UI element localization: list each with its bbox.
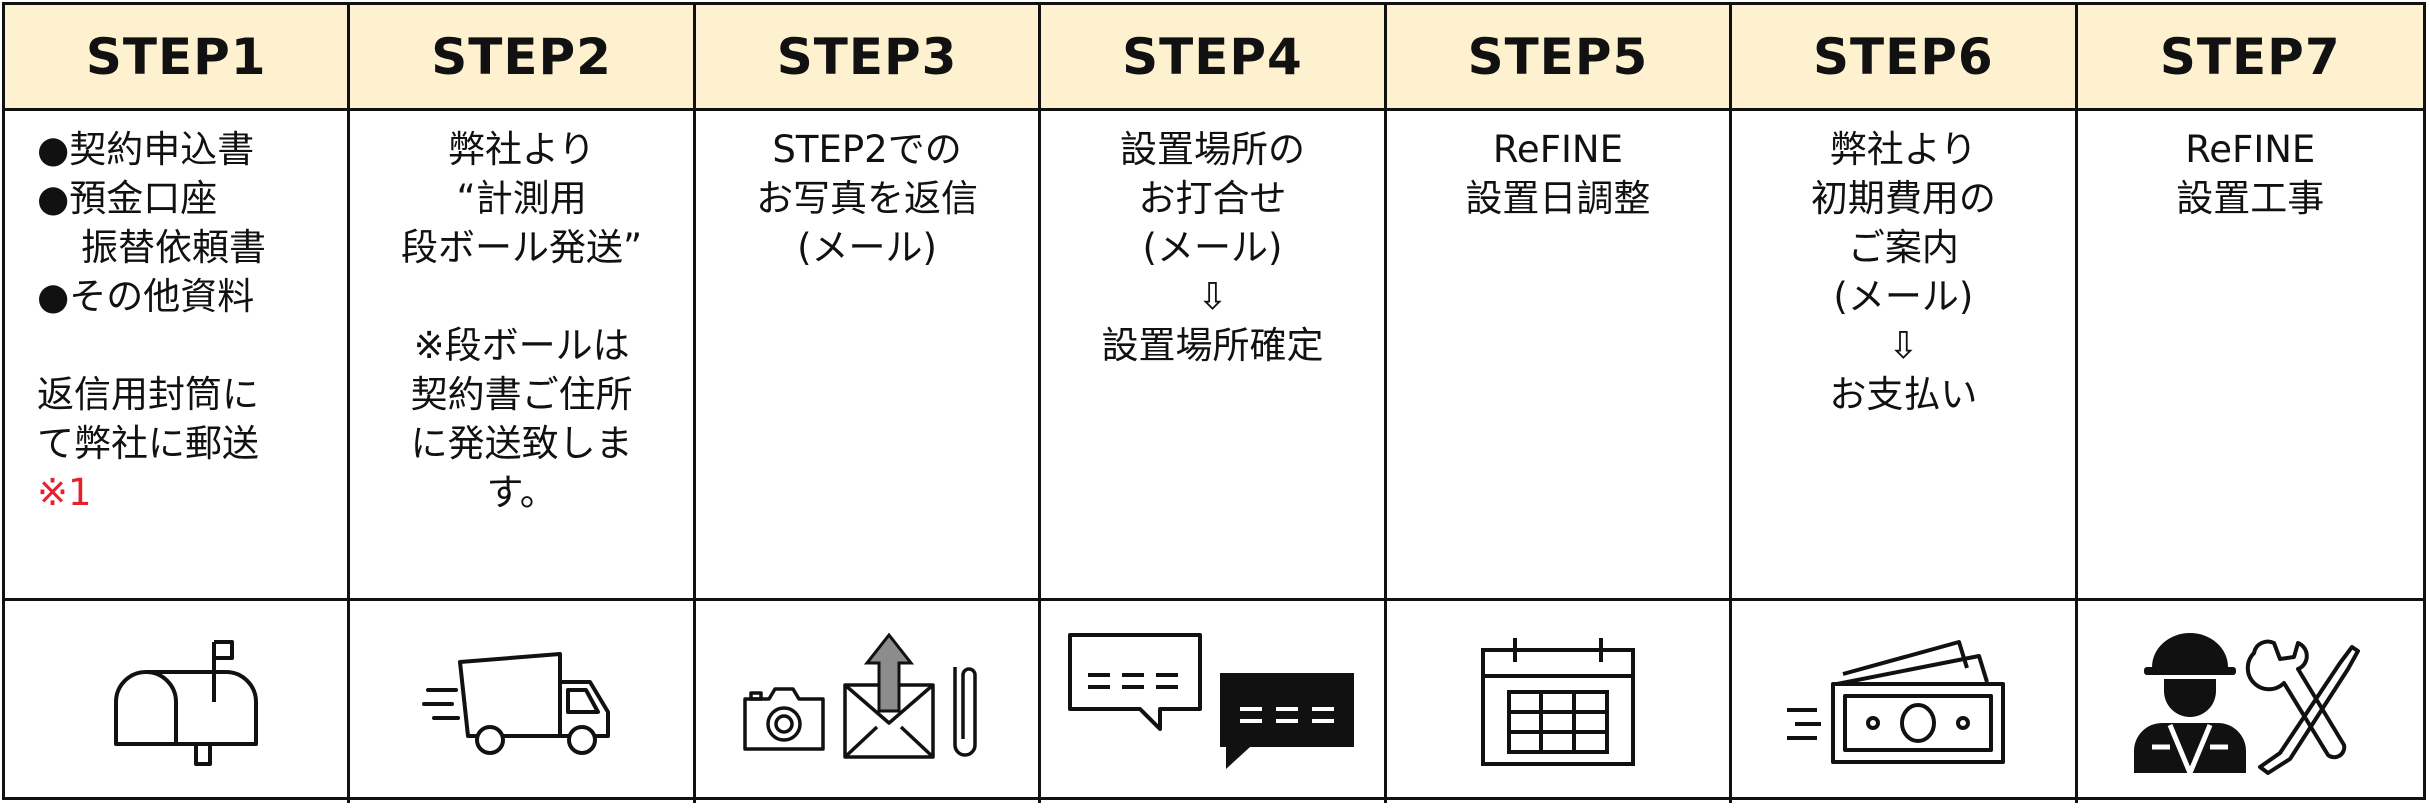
money-icon xyxy=(1787,640,2006,764)
step1-line: ●預金口座 xyxy=(37,177,218,220)
step6-line: ご案内 xyxy=(1847,226,1959,269)
step1-line: ●その他資料 xyxy=(37,275,255,318)
step5-line: 設置日調整 xyxy=(1465,177,1651,220)
step7-line: ReFINE xyxy=(2185,128,2316,171)
step3-line: (メール) xyxy=(797,226,937,269)
step4-header: STEP4 xyxy=(1041,5,1387,111)
step3-header: STEP3 xyxy=(695,5,1042,111)
step3-line: お写真を返信 xyxy=(756,177,979,220)
step2-line: 段ボール発送” xyxy=(401,226,643,269)
camera-mail-icon xyxy=(743,632,977,759)
down-arrow-icon: ⇩ xyxy=(1887,324,1919,367)
calendar-icon xyxy=(1480,638,1635,766)
step1-header: STEP1 xyxy=(5,5,351,111)
step2-line: に発送致しま xyxy=(410,422,633,465)
step6-line: 初期費用の xyxy=(1810,177,1996,220)
down-arrow-icon: ⇩ xyxy=(1196,275,1228,318)
step4-line: お打合せ xyxy=(1138,177,1287,220)
step1-description: ●契約申込書 ●預金口座 振替依頼書 ●その他資料 返信用封筒に て弊社に郵送 … xyxy=(5,111,351,601)
step6-icon-cell xyxy=(1732,601,2078,803)
spacer xyxy=(350,272,692,321)
step4-line: 設置場所確定 xyxy=(1101,324,1324,367)
step2-line: す。 xyxy=(486,471,557,514)
step7-icon-cell xyxy=(2078,601,2423,803)
spacer xyxy=(37,321,347,370)
step7-line: 設置工事 xyxy=(2176,177,2325,220)
step4-description: 設置場所の お打合せ (メール) ⇩ 設置場所確定 xyxy=(1041,111,1387,601)
step5-description: ReFINE 設置日調整 xyxy=(1386,111,1733,601)
step2-line: ※段ボールは xyxy=(413,324,630,367)
step2-icon-cell xyxy=(350,601,696,803)
step2-header: STEP2 xyxy=(350,5,696,111)
step6-header: STEP6 xyxy=(1732,5,2078,111)
delivery-truck-icon xyxy=(421,652,610,755)
step3-icon-cell xyxy=(696,601,1042,803)
step3-description: STEP2での お写真を返信 (メール) xyxy=(695,111,1042,601)
chat-bubbles-icon xyxy=(1068,633,1355,769)
step6-line: お支払い xyxy=(1829,373,1978,416)
step4-line: (メール) xyxy=(1142,226,1283,269)
step6-description: 弊社より 初期費用の ご案内 (メール) ⇩ お支払い xyxy=(1732,111,2078,601)
step6-line: (メール) xyxy=(1833,275,1974,318)
step2-line: “計測用 xyxy=(456,177,587,220)
step5-line: ReFINE xyxy=(1492,128,1623,171)
step7-description: ReFINE 設置工事 xyxy=(2077,111,2423,601)
step7-header: STEP7 xyxy=(2077,5,2423,111)
step2-line: 弊社より xyxy=(448,128,596,171)
step6-line: 弊社より xyxy=(1829,128,1977,171)
step4-line: 設置場所の xyxy=(1119,128,1305,171)
step4-icon-cell xyxy=(1041,601,1387,803)
step1-footnote-mark: ※1 xyxy=(37,471,92,514)
step2-line: 契約書ご住所 xyxy=(410,373,633,416)
step1-line: て弊社に郵送 xyxy=(37,422,259,465)
step5-header: STEP5 xyxy=(1386,5,1733,111)
step1-line: ●契約申込書 xyxy=(37,128,255,171)
step3-line: STEP2での xyxy=(772,128,962,171)
step1-line: 振替依頼書 xyxy=(81,226,266,269)
step1-icon-cell xyxy=(5,601,351,803)
worker-tools-icon xyxy=(2134,633,2361,777)
step1-line: 返信用封筒に xyxy=(37,373,259,416)
step2-description: 弊社より “計測用 段ボール発送” ※段ボールは 契約書ご住所 に発送致しま す… xyxy=(350,111,696,601)
mailbox-icon xyxy=(114,640,259,766)
step5-icon-cell xyxy=(1387,601,1733,803)
